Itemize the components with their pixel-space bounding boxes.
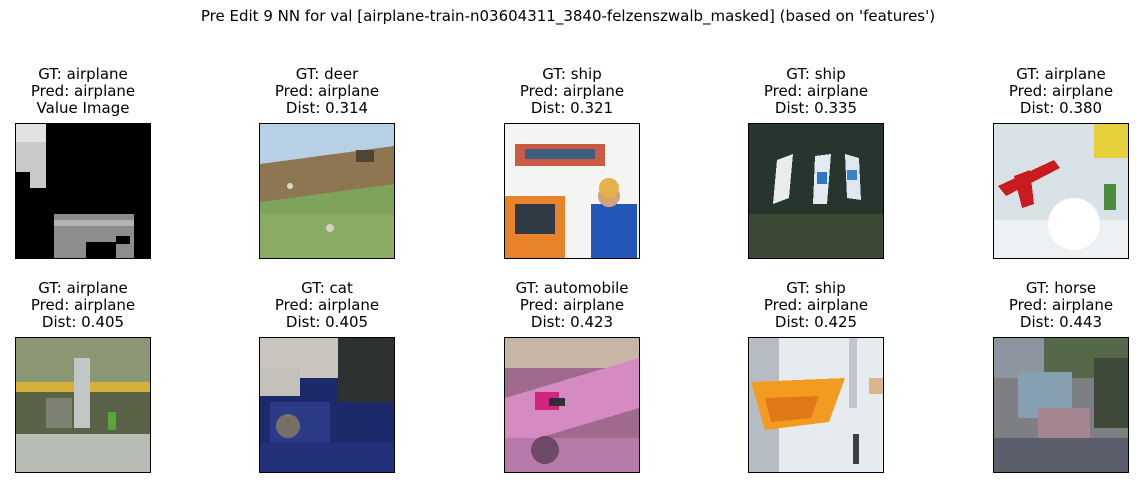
distance-label: Dist: 0.405 [285, 313, 369, 331]
neighbor-image [259, 123, 395, 259]
ground-truth-label: GT: ship [786, 279, 846, 297]
ground-truth-label: GT: airplane [1016, 65, 1106, 83]
prediction-label: Pred: airplane [519, 296, 625, 314]
prediction-label: Pred: airplane [30, 296, 136, 314]
neighbor-image [504, 337, 640, 473]
distance-label: Dist: 0.314 [285, 99, 369, 117]
neighbor-image [748, 123, 884, 259]
ground-truth-label: GT: deer [295, 65, 359, 83]
prediction-label: Pred: airplane [519, 82, 625, 100]
ground-truth-label: GT: automobile [515, 279, 629, 297]
prediction-label: Pred: airplane [763, 82, 869, 100]
prediction-label: Pred: airplane [274, 82, 380, 100]
neighbor-image [259, 337, 395, 473]
ground-truth-label: GT: cat [301, 279, 353, 297]
prediction-label: Pred: airplane [30, 82, 136, 100]
ground-truth-label: GT: airplane [38, 65, 128, 83]
ground-truth-label: GT: airplane [38, 279, 128, 297]
distance-label: Dist: 0.405 [41, 313, 125, 331]
neighbor-image [15, 337, 151, 473]
distance-label: Dist: 0.335 [774, 99, 858, 117]
distance-label: Value Image [36, 99, 130, 117]
prediction-label: Pred: airplane [274, 296, 380, 314]
ground-truth-label: GT: ship [786, 65, 846, 83]
distance-label: Dist: 0.423 [530, 313, 614, 331]
neighbor-image [15, 123, 151, 259]
prediction-label: Pred: airplane [1008, 82, 1114, 100]
distance-label: Dist: 0.443 [1019, 313, 1103, 331]
distance-label: Dist: 0.380 [1019, 99, 1103, 117]
neighbor-image [993, 123, 1129, 259]
distance-label: Dist: 0.425 [774, 313, 858, 331]
prediction-label: Pred: airplane [1008, 296, 1114, 314]
neighbor-image [504, 123, 640, 259]
figure-title: Pre Edit 9 NN for val [airplane-train-n0… [200, 7, 936, 25]
ground-truth-label: GT: horse [1025, 279, 1097, 297]
prediction-label: Pred: airplane [763, 296, 869, 314]
neighbor-image [748, 337, 884, 473]
ground-truth-label: GT: ship [542, 65, 602, 83]
distance-label: Dist: 0.321 [530, 99, 614, 117]
neighbor-image [993, 337, 1129, 473]
